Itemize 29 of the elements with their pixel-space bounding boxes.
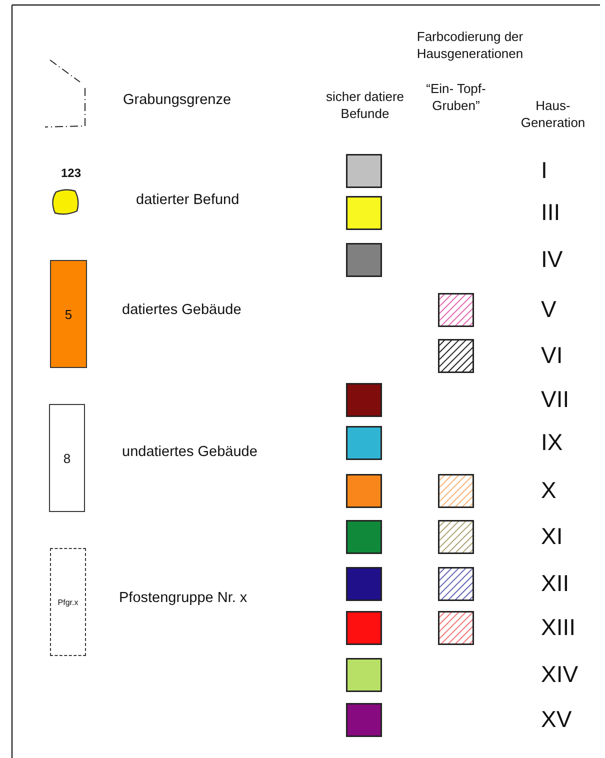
legend-label: VI	[541, 342, 563, 368]
building-outline	[49, 404, 85, 512]
feature-number: 123	[60, 165, 82, 182]
legend-label: XIII	[541, 614, 576, 640]
legend-label: undatiertes Gebäude	[122, 444, 258, 460]
legend-label: V	[541, 296, 556, 322]
legend-label: Pfostengruppe Nr. x	[119, 590, 248, 606]
building-outline	[50, 548, 86, 656]
legend-label: XII	[541, 570, 570, 596]
legend-label: datiertes Gebäude	[122, 302, 242, 318]
legend-label: XV	[541, 706, 572, 732]
column-header: Haus- Generation	[520, 97, 586, 131]
legend-label: IV	[541, 246, 563, 272]
legend-label: datierter Befund	[136, 192, 240, 208]
legend-label: XI	[541, 523, 563, 549]
legend-label: I	[541, 157, 548, 183]
legend-label: IX	[541, 429, 563, 455]
legend-label: VII	[541, 386, 570, 412]
building-number: Pfgr.x	[58, 598, 78, 606]
building-number: 8	[63, 450, 71, 466]
column-header: “Ein- Topf- Gruben”	[425, 80, 487, 114]
building-number: 5	[64, 306, 72, 322]
legend-label: III	[541, 199, 560, 225]
building-outline	[50, 260, 87, 368]
title: Farbcodierung der Hausgenerationen	[416, 28, 524, 62]
legend-label: XIV	[541, 661, 578, 687]
column-header: sicher datiere Befunde	[325, 88, 405, 122]
legend-label: X	[541, 477, 556, 503]
legend-label: Grabungsgrenze	[123, 92, 232, 108]
